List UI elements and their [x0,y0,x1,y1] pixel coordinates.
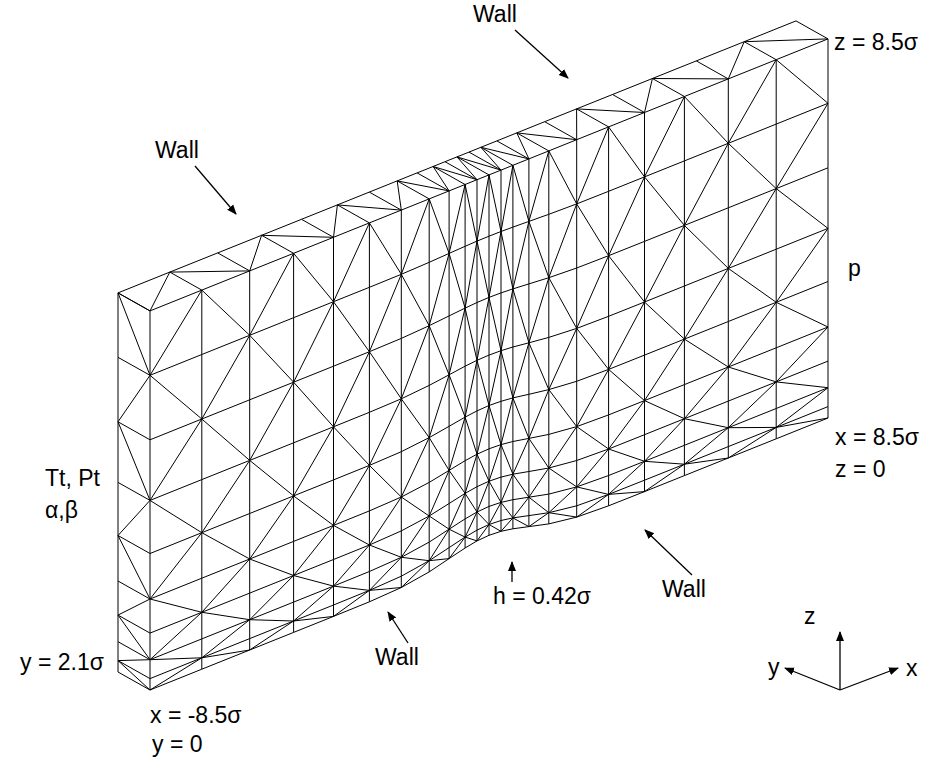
text-label: z [804,604,816,629]
text-label: Wall [155,138,199,163]
text-label: x = -8.5σ [150,703,242,728]
text-label: h = 0.42σ [493,584,591,609]
text-label: y = 0 [152,732,203,757]
axis-arrow [839,632,840,690]
text-label: x = 8.5σ [835,425,919,450]
text-label: Tt, Pt [45,466,100,491]
leader-arrow [645,530,692,575]
text-label: y [768,655,780,680]
leader-arrow [515,30,568,78]
text-label: z = 8.5σ [834,30,918,55]
text-label: Wall [473,2,517,27]
text-label: p [848,256,861,281]
text-label: Wall [662,577,706,602]
leader-arrow [388,612,408,643]
axis-arrow [840,668,898,690]
text-label: y = 2.1σ [20,650,104,675]
mesh-lines [118,21,828,690]
leader-arrow [511,562,512,582]
text-label: α,β [45,498,78,523]
leader-arrow [195,166,236,214]
text-label: Wall [375,645,419,670]
text-label: z = 0 [835,457,886,482]
axis-arrow [785,668,840,690]
text-label: x [906,656,918,681]
